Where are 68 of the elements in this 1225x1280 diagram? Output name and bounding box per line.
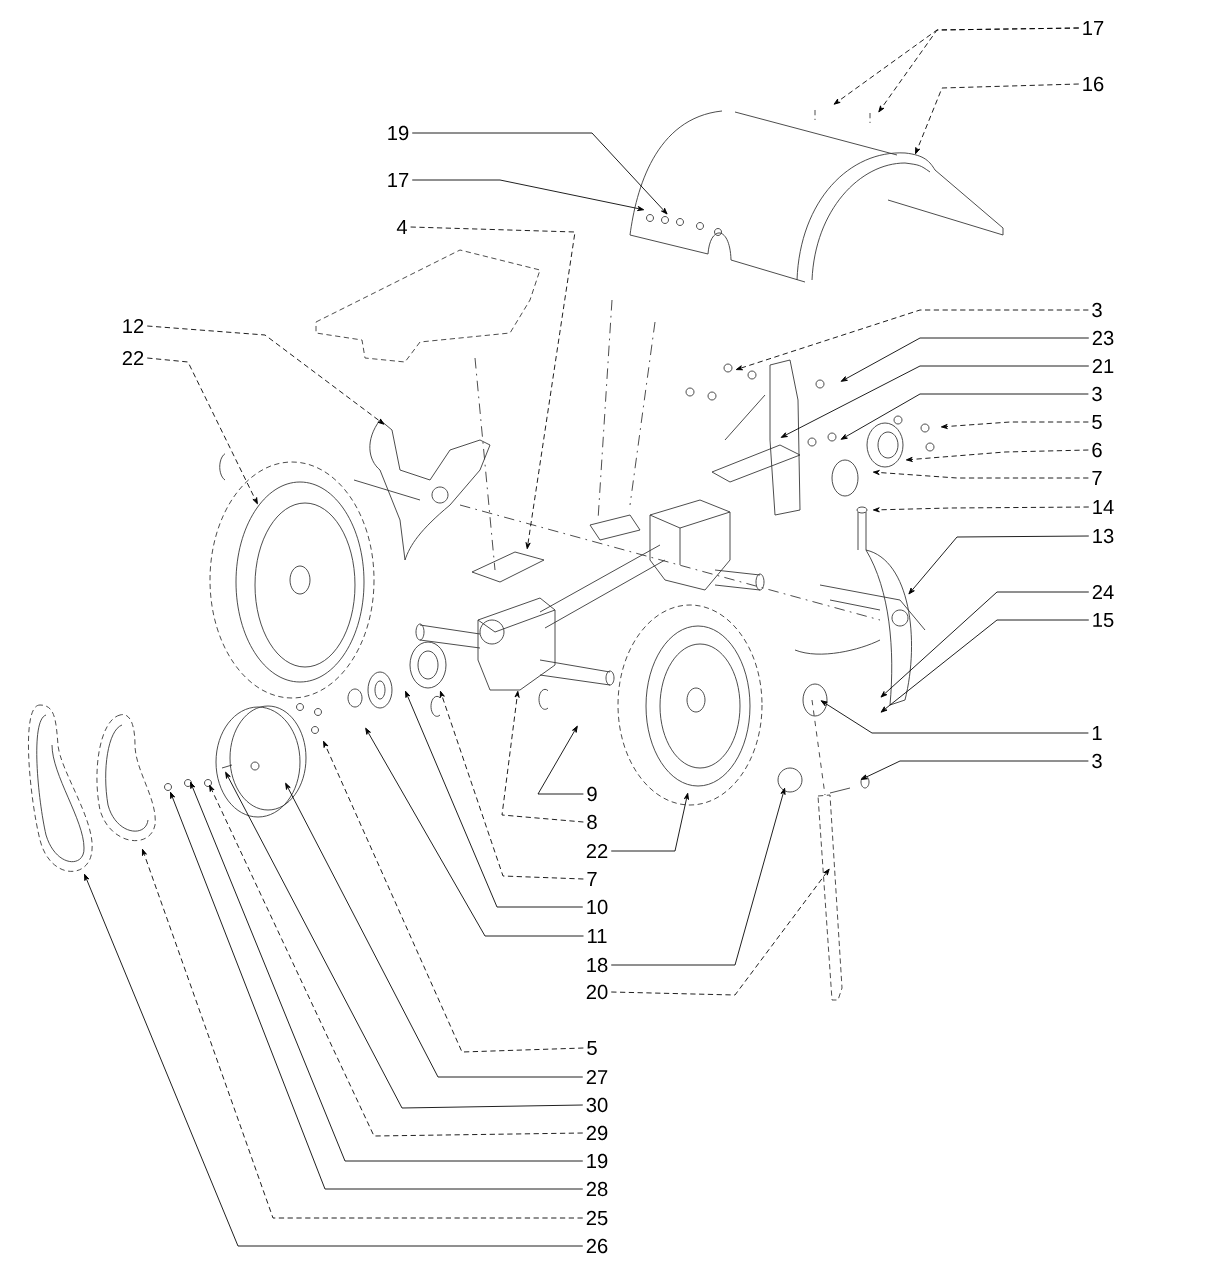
leader-line xyxy=(610,787,786,966)
leader-line xyxy=(411,179,645,211)
leader-line xyxy=(365,727,584,937)
callout-number: 1 xyxy=(1092,726,1102,740)
leader-line xyxy=(872,506,1090,513)
leader-line xyxy=(285,782,584,1078)
leader-line xyxy=(323,740,584,1053)
callout-number: 24 xyxy=(1092,584,1114,600)
leader-line xyxy=(905,449,1089,462)
leader-line xyxy=(880,619,1090,713)
leader-line xyxy=(439,690,584,880)
leader-line xyxy=(840,393,1089,440)
leader-line xyxy=(908,535,1090,595)
leader-line xyxy=(405,690,584,908)
leader-line xyxy=(878,27,1080,113)
callout-number: 3 xyxy=(1092,386,1102,402)
callout-number: 27 xyxy=(586,1069,608,1085)
leader-line xyxy=(610,868,830,996)
leader-line xyxy=(872,470,1089,479)
callout-number: 26 xyxy=(586,1238,608,1254)
callout-number: 22 xyxy=(122,350,144,366)
leader-line xyxy=(820,700,1089,734)
callout-number: 11 xyxy=(588,929,607,943)
leader-line xyxy=(84,873,584,1247)
callout-number: 6 xyxy=(1092,442,1102,458)
callout-number: 19 xyxy=(388,125,409,141)
leader-line xyxy=(410,226,576,550)
callout-number: 8 xyxy=(587,814,597,830)
leader-line xyxy=(780,365,1090,438)
callout-number: 14 xyxy=(1093,500,1114,514)
leader-line xyxy=(860,760,1089,780)
callout-number: 5 xyxy=(1092,414,1102,430)
callout-number: 3 xyxy=(1092,753,1102,769)
callout-number: 4 xyxy=(396,220,407,234)
callout-number: 17 xyxy=(388,173,409,187)
callout-number: 12 xyxy=(123,318,144,334)
leader-line xyxy=(915,83,1080,155)
leader-line xyxy=(146,325,385,425)
leader-line xyxy=(840,337,1090,382)
callout-number: 21 xyxy=(1092,358,1114,374)
callout-number: 22 xyxy=(586,843,608,859)
callout-number: 16 xyxy=(1083,76,1104,92)
leader-line xyxy=(880,591,1090,698)
callout-number: 25 xyxy=(586,1210,608,1226)
callout-number: 10 xyxy=(587,899,608,915)
leader-line xyxy=(537,725,584,795)
leader-line xyxy=(411,132,668,215)
callout-number: 29 xyxy=(586,1125,608,1141)
callout-number: 15 xyxy=(1093,612,1114,628)
leader-line xyxy=(735,309,1089,371)
callout-number: 5 xyxy=(587,1040,597,1056)
callout-number: 20 xyxy=(586,984,608,1000)
callout-number: 28 xyxy=(586,1181,608,1197)
leader-line xyxy=(501,690,584,823)
callout-number: 7 xyxy=(1092,471,1102,485)
callout-number: 17 xyxy=(1083,21,1104,35)
leader-line xyxy=(146,357,258,505)
callout-number: 3 xyxy=(1092,302,1102,318)
callout-number: 9 xyxy=(587,786,597,802)
callout-number: 7 xyxy=(587,872,597,886)
leader-line xyxy=(940,421,1089,430)
callout-number: 18 xyxy=(587,957,608,973)
leader-line xyxy=(142,848,584,1219)
callout-number: 19 xyxy=(587,1153,608,1169)
callout-number: 13 xyxy=(1093,528,1114,544)
leader-line xyxy=(610,792,689,852)
callout-number: 30 xyxy=(586,1097,608,1113)
callout-number: 23 xyxy=(1092,330,1114,346)
